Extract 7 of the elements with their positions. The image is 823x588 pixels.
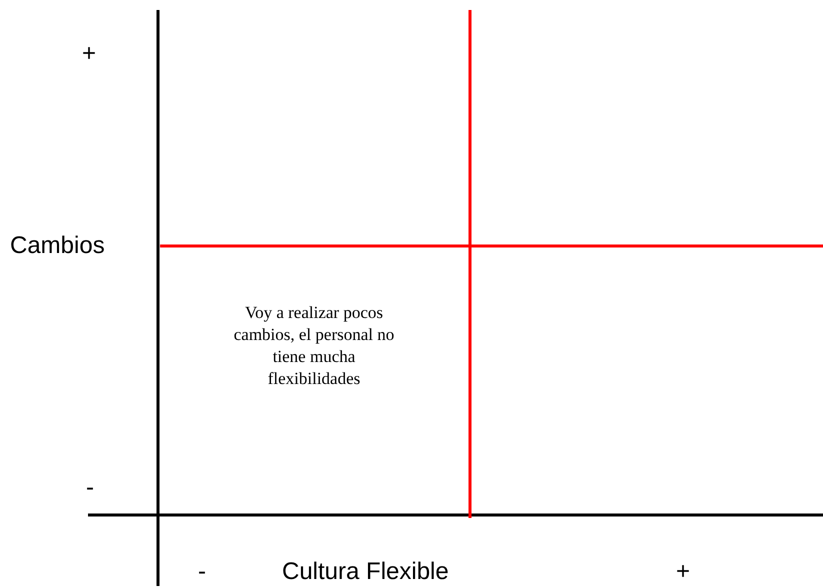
axis-sign: - [86, 473, 94, 503]
axis-sign: + [82, 39, 96, 69]
axis-title: Cultura Flexible [282, 557, 449, 587]
axis-sign: - [198, 557, 206, 587]
axis-title: Cambios [10, 231, 105, 261]
axis-sign: + [676, 557, 690, 587]
quadrant-note: Voy a realizar pocos cambios, el personal no tiene mucha flexibilidades [232, 302, 396, 390]
